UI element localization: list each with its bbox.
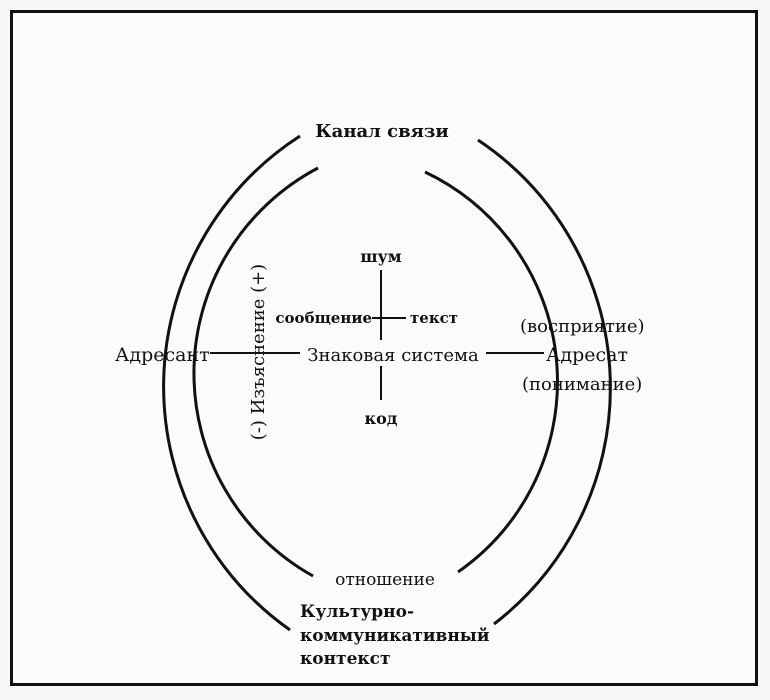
label-sender: Адресант xyxy=(115,344,210,366)
outer-ring-left xyxy=(162,134,301,632)
outer-ring-right xyxy=(477,138,612,626)
label-explication: (-) Изъяснение (+) xyxy=(248,264,269,440)
label-relation: отношение xyxy=(335,570,435,590)
inner-ring-left xyxy=(192,166,319,578)
label-text: текст xyxy=(410,309,458,327)
label-code: код xyxy=(365,409,398,428)
label-message: сообщение xyxy=(275,309,372,327)
label-context-line-3: контекст xyxy=(300,649,391,669)
label-context-line-2: коммуникативный xyxy=(300,626,490,646)
label-receiver: Адресат xyxy=(546,344,628,366)
inner-ring-right xyxy=(424,170,559,574)
diagram-frame xyxy=(10,10,758,686)
label-understanding: (понимание) xyxy=(522,374,642,395)
label-perception: (восприятие) xyxy=(520,316,645,337)
label-context-line-1: Культурно- xyxy=(300,602,414,622)
label-sign-system: Знаковая система xyxy=(307,345,479,366)
label-channel: Канал связи xyxy=(315,121,448,142)
label-noise: шум xyxy=(360,247,401,266)
